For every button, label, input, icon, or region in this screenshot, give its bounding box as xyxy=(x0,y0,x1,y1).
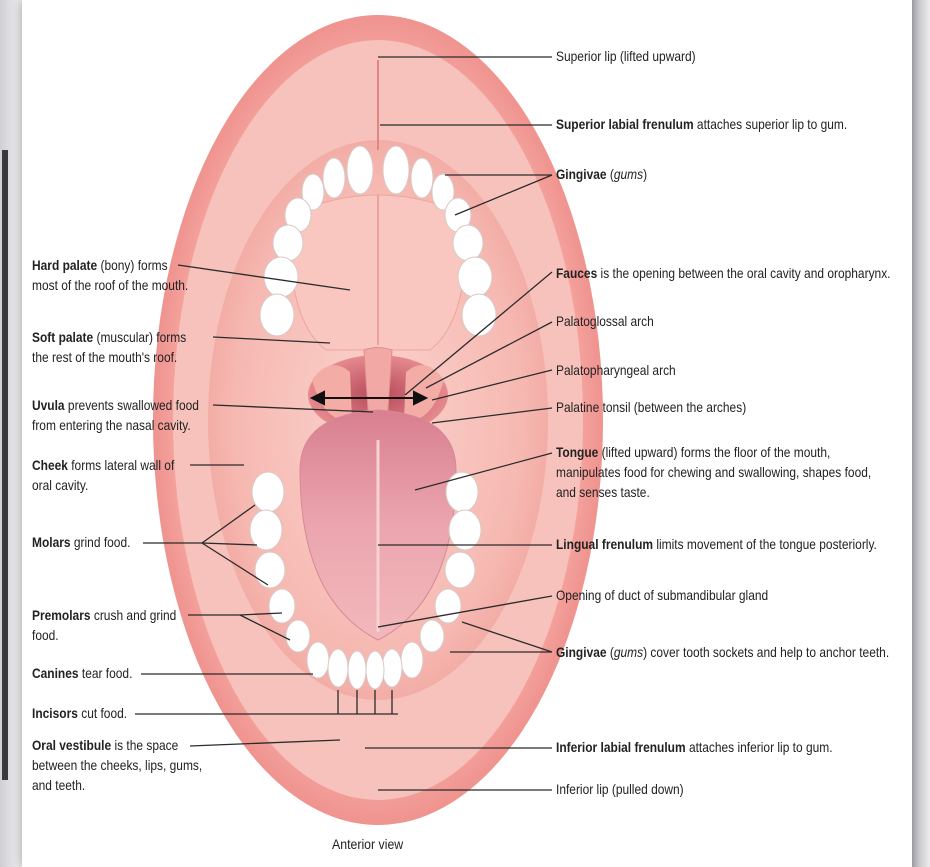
label-molars: Molars grind food. xyxy=(32,533,130,553)
label-palatopharyngeal-arch: Palatopharyngeal arch xyxy=(556,361,676,381)
label-gingivae-lower: Gingivae (gums) cover tooth sockets and … xyxy=(556,643,889,663)
label-palatine-tonsil: Palatine tonsil (between the arches) xyxy=(556,398,746,418)
label-inferior-lip: Inferior lip (pulled down) xyxy=(556,780,684,800)
label-gingivae-upper: Gingivae (gums) xyxy=(556,165,647,185)
label-fauces: Fauces is the opening between the oral c… xyxy=(556,264,891,284)
label-palatoglossal-arch: Palatoglossal arch xyxy=(556,312,654,332)
label-inferior-labial-frenulum: Inferior labial frenulum attaches inferi… xyxy=(556,738,833,758)
label-tongue: Tongue (lifted upward) forms the floor o… xyxy=(556,443,871,503)
label-superior-lip: Superior lip (lifted upward) xyxy=(556,47,696,67)
label-superior-labial-frenulum: Superior labial frenulum attaches superi… xyxy=(556,115,847,135)
caption-anterior-view: Anterior view xyxy=(332,836,403,852)
label-submandibular-duct: Opening of duct of submandibular gland xyxy=(556,586,768,606)
label-lingual-frenulum: Lingual frenulum limits movement of the … xyxy=(556,535,877,555)
label-incisors: Incisors cut food. xyxy=(32,704,127,724)
uvula xyxy=(364,348,392,418)
label-canines: Canines tear food. xyxy=(32,664,132,684)
